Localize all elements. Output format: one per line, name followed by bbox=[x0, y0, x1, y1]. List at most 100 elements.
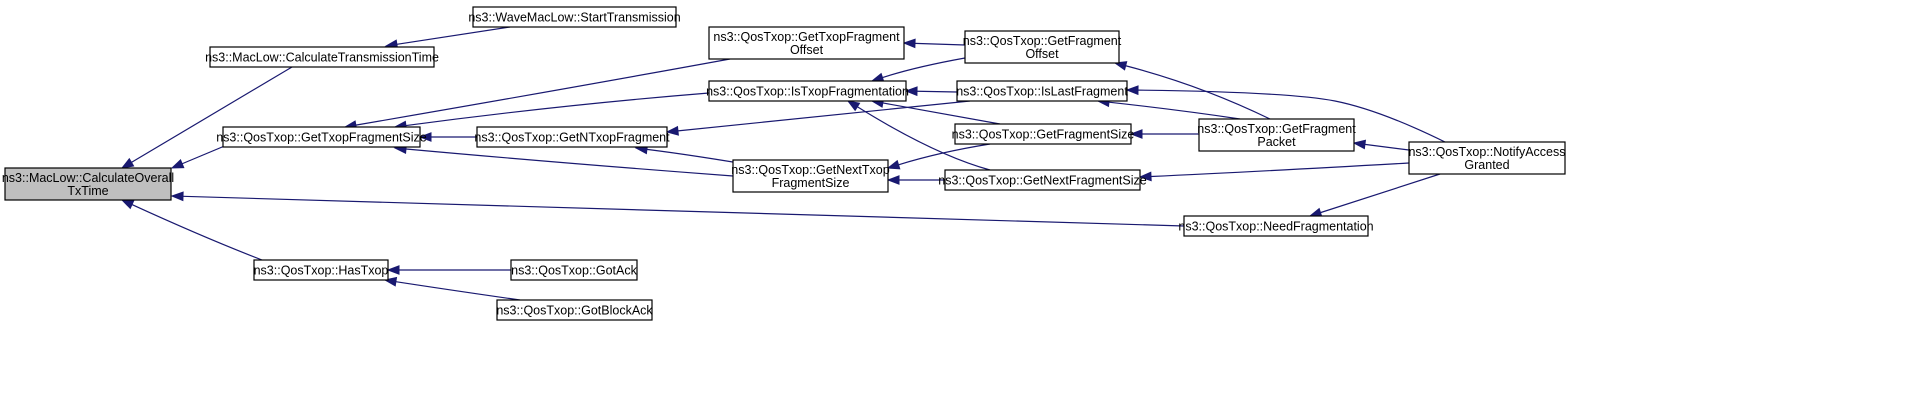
edge-line bbox=[677, 100, 971, 132]
node-label: ns3::QosTxop::IsLastFragment bbox=[956, 85, 1128, 99]
node-has-txop[interactable]: ns3::QosTxop::HasTxop bbox=[253, 259, 389, 281]
node-label: ns3::QosTxop::NeedFragmentation bbox=[1178, 220, 1373, 234]
edge-line bbox=[857, 106, 991, 171]
arrowhead-icon bbox=[886, 175, 900, 185]
node-box bbox=[472, 6, 677, 28]
node-calc-tx-time[interactable]: ns3::MacLow::CalculateTransmissionTime bbox=[205, 46, 439, 68]
arrowhead-icon bbox=[1125, 85, 1139, 96]
edge-get_txop_frag_offset-to-get_txop_frag_size bbox=[343, 58, 731, 130]
edge-get_frag_offset-to-is_txop_frag bbox=[870, 57, 966, 83]
edge-has_txop-to-root bbox=[120, 199, 263, 261]
edge-notify_access-to-get_next_frag_size bbox=[1138, 162, 1410, 182]
edge-get_frag_size-to-is_txop_frag bbox=[870, 98, 1001, 125]
node-box bbox=[956, 80, 1128, 102]
node-label: ns3::QosTxop::GetNextTxop bbox=[731, 163, 889, 177]
edge-get_frag_packet-to-get_frag_size bbox=[1129, 129, 1199, 139]
edge-line bbox=[882, 102, 1001, 125]
edge-line bbox=[131, 66, 293, 163]
node-is-txop-frag[interactable]: ns3::QosTxop::IsTxopFragmentation bbox=[706, 80, 909, 102]
edge-line bbox=[914, 42, 966, 46]
node-need-frag[interactable]: ns3::QosTxop::NeedFragmentation bbox=[1178, 215, 1374, 237]
call-graph-edges bbox=[120, 26, 1446, 301]
node-label: TxTime bbox=[67, 184, 108, 198]
node-label: ns3::QosTxop::GetFragment bbox=[1197, 122, 1356, 136]
node-box bbox=[209, 46, 435, 68]
node-got-ack[interactable]: ns3::QosTxop::GotAck bbox=[510, 259, 638, 281]
edge-get_ntxop_frag-to-get_txop_frag_size bbox=[418, 132, 477, 142]
arrowhead-icon bbox=[120, 157, 135, 169]
arrowhead-icon bbox=[870, 72, 885, 83]
node-wave-start-tx[interactable]: ns3::WaveMacLow::StartTransmission bbox=[468, 6, 681, 28]
node-get-txop-frag-size[interactable]: ns3::QosTxop::GetTxopFragmentSize bbox=[216, 126, 427, 148]
edge-get_frag_size-to-get_next_txop_frag_size bbox=[886, 143, 991, 170]
edge-got_ack-to-has_txop bbox=[386, 265, 511, 275]
edge-get_next_txop_frag_size-to-get_txop_frag_size bbox=[393, 144, 734, 177]
arrowhead-icon bbox=[418, 132, 432, 142]
arrowhead-icon bbox=[170, 191, 184, 202]
node-label: ns3::QosTxop::GetNTxopFragment bbox=[474, 131, 670, 145]
edge-get_next_frag_size-to-is_txop_frag bbox=[846, 100, 991, 171]
node-is-last-frag[interactable]: ns3::QosTxop::IsLastFragment bbox=[956, 80, 1128, 102]
edge-notify_access-to-need_frag bbox=[1308, 173, 1441, 218]
node-box bbox=[732, 159, 889, 193]
edge-line bbox=[1364, 143, 1410, 151]
arrowhead-icon bbox=[1138, 171, 1152, 182]
edge-is_last_frag-to-is_txop_frag bbox=[904, 86, 958, 97]
arrowhead-icon bbox=[1113, 61, 1128, 71]
node-box bbox=[253, 259, 389, 281]
edge-calc_tx_time-to-root bbox=[120, 66, 293, 169]
edge-line bbox=[1320, 173, 1441, 214]
node-label: ns3::QosTxop::GetTxopFragmentSize bbox=[216, 131, 427, 145]
arrowhead-icon bbox=[170, 159, 185, 169]
node-box bbox=[1183, 215, 1369, 237]
node-box bbox=[476, 126, 668, 148]
node-label: Offset bbox=[790, 43, 824, 57]
node-label: ns3::QosTxop::NotifyAccess bbox=[1408, 145, 1565, 159]
arrowhead-icon bbox=[886, 159, 901, 170]
edge-is_last_frag-to-get_ntxop_frag bbox=[665, 100, 971, 136]
arrowhead-icon bbox=[904, 86, 918, 97]
edge-get_frag_offset-to-get_txop_frag_offset bbox=[902, 38, 966, 49]
node-label: ns3::QosTxop::IsTxopFragmentation bbox=[706, 85, 909, 99]
arrowhead-icon bbox=[846, 100, 861, 112]
node-box bbox=[954, 123, 1132, 145]
edge-notify_access-to-get_frag_packet bbox=[1352, 139, 1410, 151]
edge-line bbox=[1108, 101, 1241, 120]
node-get-ntxop-frag[interactable]: ns3::QosTxop::GetNTxopFragment bbox=[474, 126, 670, 148]
arrowhead-icon bbox=[120, 199, 135, 210]
node-box bbox=[4, 167, 172, 201]
edge-line bbox=[355, 58, 731, 126]
edge-need_frag-to-root bbox=[170, 191, 1185, 227]
node-label: ns3::WaveMacLow::StartTransmission bbox=[468, 11, 680, 25]
edge-got_block_ack-to-has_txop bbox=[383, 276, 521, 301]
edge-line bbox=[395, 281, 521, 301]
edge-wave_start_tx-to-calc_tx_time bbox=[384, 26, 511, 50]
node-box bbox=[944, 169, 1141, 191]
edge-get_frag_packet-to-get_frag_offset bbox=[1113, 61, 1271, 120]
edge-line bbox=[882, 57, 966, 79]
node-got-block-ack[interactable]: ns3::QosTxop::GotBlockAck bbox=[496, 299, 653, 321]
node-get-frag-size[interactable]: ns3::QosTxop::GetFragmentSize bbox=[952, 123, 1135, 145]
node-label: Granted bbox=[1464, 158, 1509, 172]
node-box bbox=[1408, 141, 1566, 175]
node-label: ns3::QosTxop::GetNextFragmentSize bbox=[938, 174, 1146, 188]
edge-line bbox=[1125, 65, 1271, 120]
node-box bbox=[510, 259, 638, 281]
edge-line bbox=[898, 143, 991, 166]
node-box bbox=[496, 299, 653, 321]
node-label: ns3::QosTxop::HasTxop bbox=[254, 264, 389, 278]
arrowhead-icon bbox=[386, 265, 400, 275]
edge-line bbox=[916, 90, 958, 93]
edge-line bbox=[405, 92, 710, 127]
node-get-next-frag-size[interactable]: ns3::QosTxop::GetNextFragmentSize bbox=[938, 169, 1147, 191]
arrowhead-icon bbox=[1352, 139, 1367, 150]
arrowhead-icon bbox=[902, 38, 916, 49]
edge-line bbox=[131, 204, 263, 261]
